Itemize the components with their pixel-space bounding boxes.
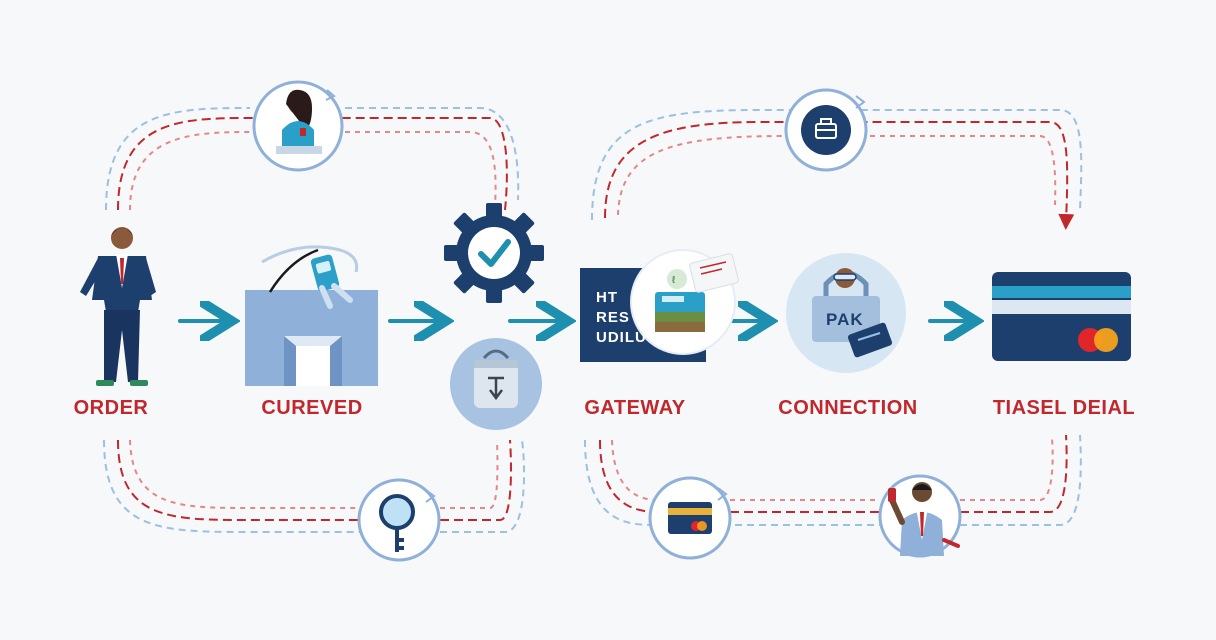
connection-lock-text: PAK <box>826 310 864 329</box>
merchant-avatar-icon <box>878 474 962 558</box>
step-label-cureved: CUREVED <box>261 397 363 419</box>
briefcase-circle-icon <box>784 88 868 172</box>
wallet-card-circle-icon <box>648 476 732 560</box>
step-label-gateway: GATEWAY <box>584 397 686 419</box>
step-label-connection: CONNECTION <box>778 397 918 419</box>
cureved-box-icon <box>245 245 378 386</box>
step-label-tiasel-deial: TIASEL DEIAL <box>992 397 1136 419</box>
lock-circle-icon <box>450 338 542 430</box>
magnifier-key-icon <box>357 478 441 562</box>
credit-card-icon <box>992 272 1131 361</box>
gateway-panel-line-1: HT <box>596 289 618 306</box>
bottom-left-loop <box>103 439 526 533</box>
svg-text:ℓ: ℓ <box>672 275 676 286</box>
order-person-icon <box>80 227 156 386</box>
step-label-order: ORDER <box>73 397 149 419</box>
gateway-panel-line-2: RES <box>596 309 630 326</box>
gateway-panel-line-3: UDILU <box>596 329 647 346</box>
top-left-loop <box>105 107 520 211</box>
gateway-panel-icon: ℓ <box>580 249 739 362</box>
gear-check-icon <box>444 203 544 303</box>
top-right-loop <box>591 109 1083 230</box>
support-agent-avatar-icon <box>252 80 344 172</box>
connection-lock-icon <box>786 253 906 373</box>
